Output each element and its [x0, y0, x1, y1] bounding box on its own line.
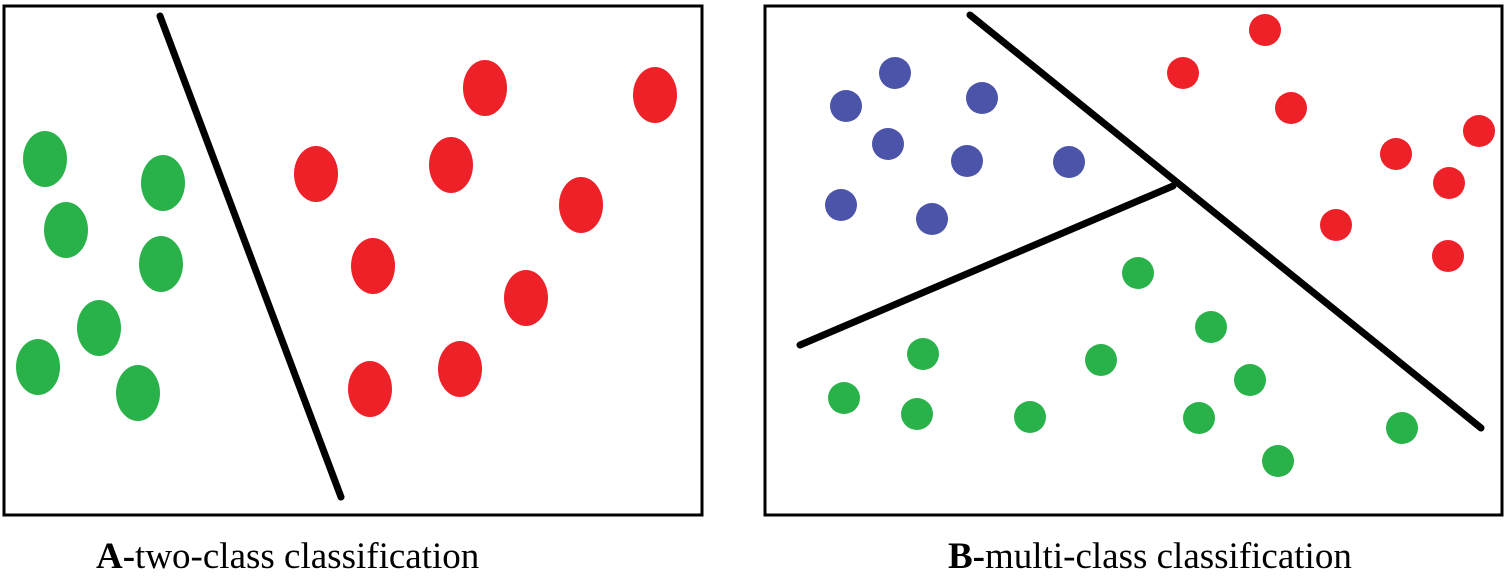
panel-b-green-dot-11	[1262, 445, 1294, 477]
panel-b-blue-dot-7	[825, 189, 857, 221]
panel-b-green-dot-2	[1195, 311, 1227, 343]
panel-b-blue-dot-1	[879, 57, 911, 89]
panel-b-blue-dot-2	[830, 90, 862, 122]
panel-b-points	[825, 14, 1495, 477]
panel-b-red-dot-6	[1433, 167, 1465, 199]
panel-a-green-dot-5	[77, 300, 121, 356]
panel-b-boundary-main	[966, 11, 1485, 432]
panel-b-caption-prefix: B-	[948, 536, 985, 577]
panel-b-green-dot-4	[1085, 344, 1117, 376]
panel-b	[763, 4, 1504, 517]
panel-b-green-dot-9	[1183, 402, 1215, 434]
panel-a-decision-boundary	[156, 12, 345, 501]
panel-a	[2, 4, 704, 517]
panel-a-red-dot-3	[294, 146, 338, 202]
panel-b-red-dot-4	[1463, 115, 1495, 147]
panel-b-red-dot-2	[1167, 57, 1199, 89]
panel-b-red-dot-5	[1380, 138, 1412, 170]
panel-a-green-dot-2	[44, 202, 88, 258]
panel-b-green-dot-5	[1234, 364, 1266, 396]
panel-b-blue-dot-8	[916, 203, 948, 235]
panel-b-red-dot-1	[1249, 14, 1281, 46]
panel-b-red-dot-8	[1432, 240, 1464, 272]
panel-b-blue-dot-5	[951, 145, 983, 177]
panel-a-green-dot-3	[141, 155, 185, 211]
panel-b-red-dot-7	[1320, 209, 1352, 241]
panel-b-caption-text: multi-class classification	[985, 536, 1352, 577]
panel-a-green-dot-1	[23, 131, 67, 187]
panel-a-red-dot-5	[559, 177, 603, 233]
panel-a-caption-prefix: A-	[96, 536, 135, 577]
panel-a-caption: A-two-class classification	[96, 536, 479, 577]
panel-a-green-dot-4	[139, 236, 183, 292]
panel-b-red-dot-3	[1275, 92, 1307, 124]
panel-a-red-dot-2	[633, 67, 677, 123]
panel-b-green-dot-8	[1014, 401, 1046, 433]
panel-b-green-dot-10	[1386, 412, 1418, 444]
panel-b-caption: B-multi-class classification	[948, 536, 1352, 577]
panel-a-points	[16, 60, 677, 421]
panel-b-blue-dot-4	[872, 128, 904, 160]
panel-b-blue-dot-3	[966, 82, 998, 114]
panel-a-green-dot-6	[16, 339, 60, 395]
panel-b-green-dot-6	[828, 382, 860, 414]
panel-a-red-dot-7	[504, 270, 548, 326]
panel-a-red-dot-4	[429, 137, 473, 193]
panel-a-red-dot-8	[348, 361, 392, 417]
panel-b-blue-dot-6	[1053, 146, 1085, 178]
panel-b-green-dot-3	[907, 338, 939, 370]
panel-a-red-dot-9	[438, 341, 482, 397]
panel-a-red-dot-6	[351, 238, 395, 294]
panel-b-green-dot-7	[901, 398, 933, 430]
panel-a-green-dot-7	[116, 365, 160, 421]
panel-b-green-dot-1	[1122, 257, 1154, 289]
panel-a-caption-text: two-class classification	[135, 536, 479, 577]
panel-a-red-dot-1	[463, 60, 507, 116]
panel-b-boundary-branch	[796, 182, 1177, 349]
